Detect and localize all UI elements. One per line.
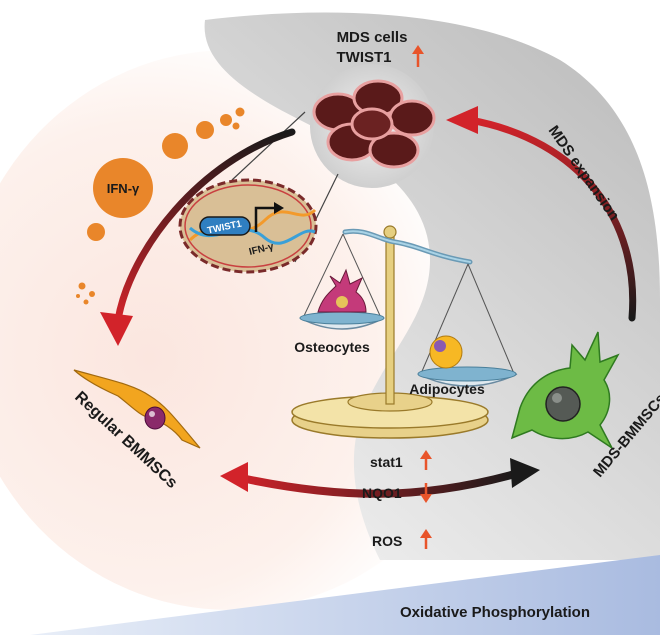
- twist1-nucleus-inset: [178, 178, 318, 274]
- stat1-label: stat1: [370, 454, 403, 470]
- mds-cells-cluster: [310, 64, 436, 188]
- twist1-up-arrow-icon: [412, 45, 424, 67]
- mds-expansion-arrow: [446, 106, 637, 322]
- stat1-up-arrow-icon: [420, 450, 432, 470]
- zoom-line-top: [231, 111, 306, 181]
- nqo1-down-arrow-icon: [420, 483, 432, 503]
- mds-cells-title: MDS cells: [337, 29, 408, 46]
- ros-label: ROS: [372, 533, 402, 549]
- ifn-gamma-particles: [76, 107, 245, 305]
- oxphos-label: Oxidative Phosphorylation: [400, 604, 590, 621]
- ros-up-arrow-icon: [420, 529, 432, 549]
- adipocyte-cell: [429, 335, 463, 369]
- regular-to-mds-arrow: [220, 458, 540, 498]
- balance-scale: [291, 225, 518, 439]
- ifn-gamma-label: IFN-γ: [107, 181, 140, 196]
- regular-bmmsc-cell: [73, 369, 201, 449]
- oxphos-bar: [30, 555, 660, 635]
- nqo1-label: NQO1: [362, 485, 402, 501]
- ifn-to-bmmsc-arrow: [100, 128, 296, 346]
- osteocytes-label: Osteocytes: [294, 339, 370, 355]
- adipocytes-label: Adipocytes: [409, 381, 485, 397]
- osteocyte-cell: [317, 268, 367, 313]
- mds-bmmsc-cell: [510, 331, 620, 449]
- twist1-label: TWIST1: [337, 49, 392, 66]
